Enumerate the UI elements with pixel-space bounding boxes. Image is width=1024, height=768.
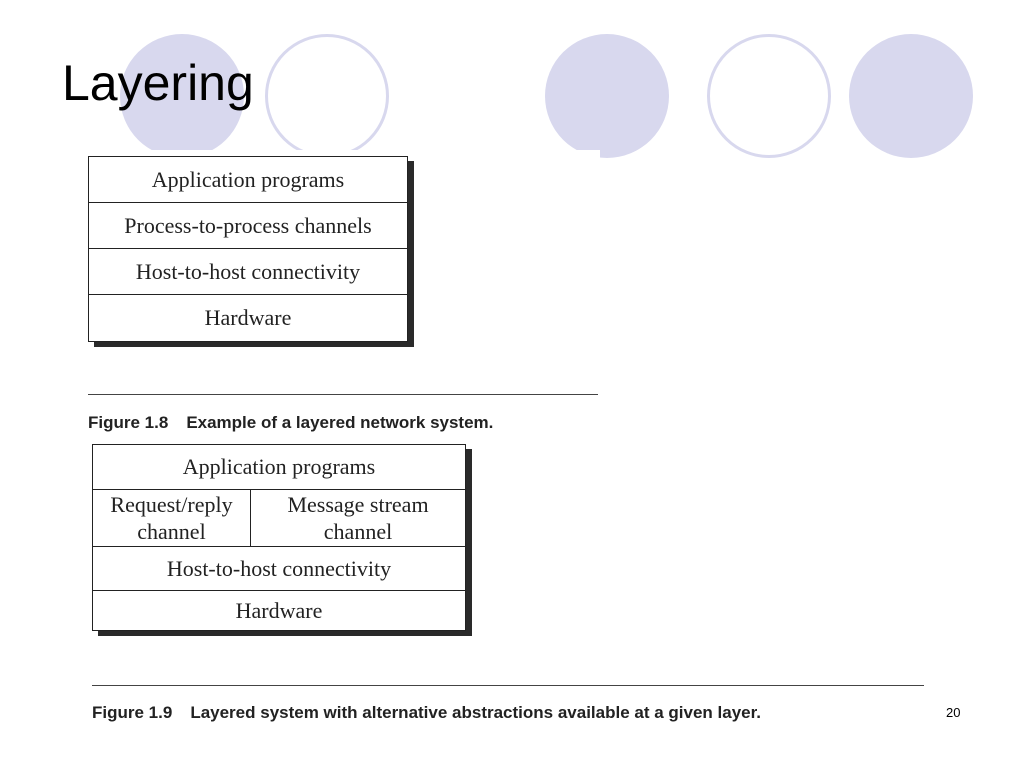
figure-1-9-diagram: Application programs Request/reply chann… (92, 444, 466, 631)
message-stream-line-1: Message stream (287, 492, 429, 517)
figure-1-8-caption-text: Example of a layered network system. (186, 413, 494, 432)
decor-circle-filled-1 (120, 34, 244, 158)
figure-1-8-rule (88, 394, 598, 395)
request-reply-line-1: Request/reply (110, 492, 233, 517)
layer-host-to-host-connectivity: Host-to-host connectivity (89, 249, 407, 295)
figure-1-8-caption: Figure 1.8 Example of a layered network s… (88, 413, 493, 433)
decor-circle-ring-1 (265, 34, 389, 158)
layer-hardware: Hardware (204, 305, 292, 330)
figure-1-9-rule (92, 685, 924, 686)
channel-layer: Request/reply channel Message stream cha… (93, 490, 465, 547)
figure-1-9-caption-number: Figure 1.9 (92, 703, 173, 722)
request-reply-channel: Request/reply channel (93, 490, 250, 546)
figure-1-8-caption-number: Figure 1.8 (88, 413, 169, 432)
figure-1-9-caption: Figure 1.9 Layered system with alternativ… (92, 703, 761, 723)
decor-circle-filled-2 (545, 34, 669, 158)
message-stream-line-2: channel (323, 519, 393, 544)
layer-application-programs: Application programs (93, 445, 465, 490)
layer-application-programs: Application programs (89, 157, 407, 203)
page-number: 20 (946, 705, 961, 720)
decor-circle-filled-3 (849, 34, 973, 158)
decor-circle-ring-2 (707, 34, 831, 158)
figure-1-8-diagram: Application programs Process-to-process … (88, 156, 408, 342)
figure-1-9-caption-text: Layered system with alternative abstract… (190, 703, 762, 722)
layer-process-to-process-channels: Process-to-process channels (89, 203, 407, 249)
message-stream-channel: Message stream channel (250, 490, 465, 546)
slide-title: Layering (62, 55, 254, 111)
layer-hardware: Hardware (235, 598, 323, 623)
scan-area (80, 150, 600, 158)
layer-host-to-host-connectivity: Host-to-host connectivity (93, 547, 465, 591)
request-reply-line-2: channel (137, 519, 206, 544)
